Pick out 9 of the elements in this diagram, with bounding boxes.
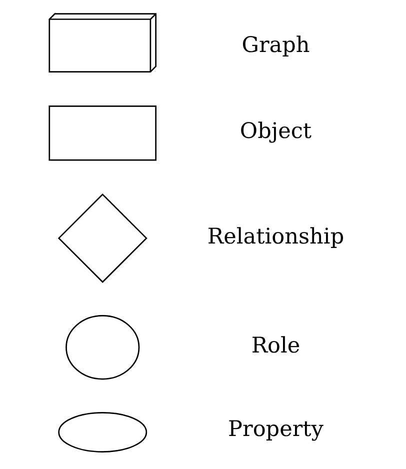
node-circle [66,315,140,380]
legend-label: Graph [242,32,310,58]
legend-label: Property [228,417,324,442]
node-diamond [58,193,148,283]
legend-label: Role [251,333,300,358]
node-ellipse [58,412,148,452]
node-box [48,105,157,161]
legend-label: Relationship [207,224,344,250]
legend-label: Object [240,119,312,144]
